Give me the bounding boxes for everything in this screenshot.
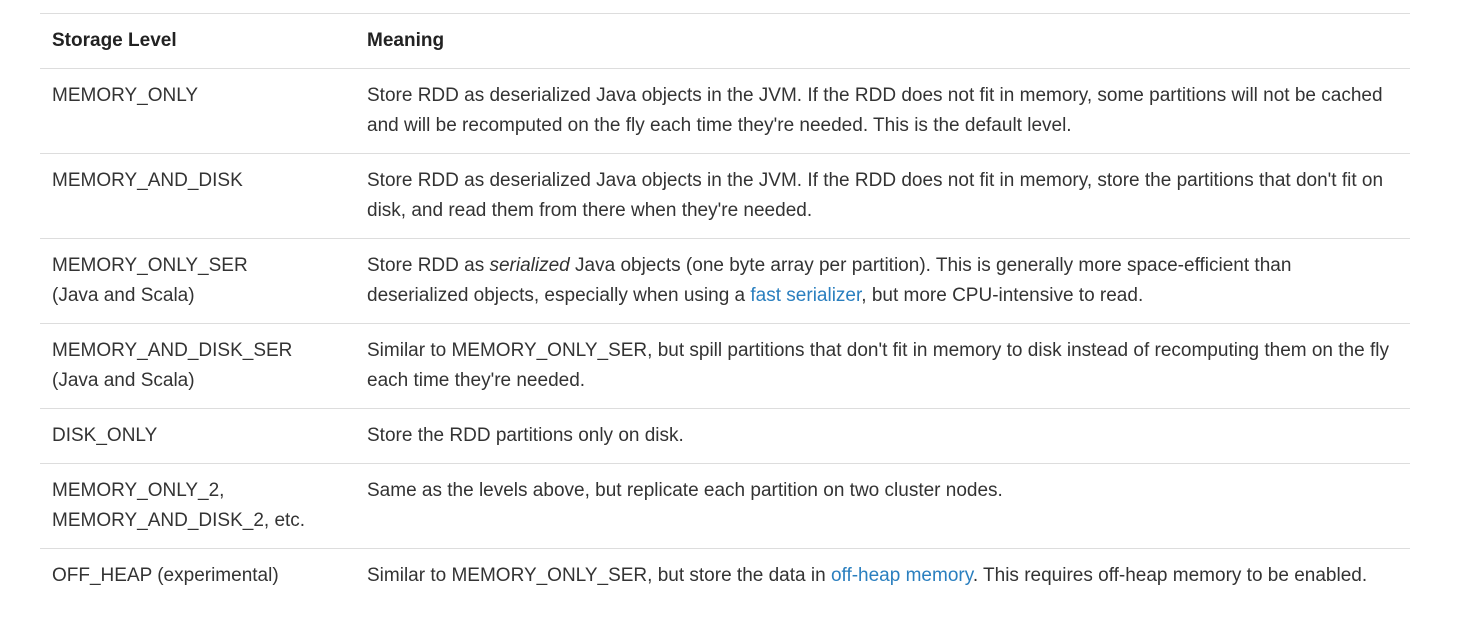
storage-level-name: MEMORY_ONLY_2, (52, 480, 225, 501)
meaning-text: Store RDD as deserialized Java objects i… (367, 170, 1384, 221)
storage-level-name: MEMORY_AND_DISK_2, etc. (52, 510, 306, 531)
storage-level-note: (Java and Scala) (52, 370, 195, 391)
meaning-text: . This requires off-heap memory to be en… (972, 565, 1368, 586)
storage-level-note: (Java and Scala) (52, 285, 195, 306)
storage-level-name: MEMORY_ONLY_SER (52, 255, 248, 276)
storage-level-cell: MEMORY_ONLY_SER (Java and Scala) (40, 238, 355, 324)
meaning-text: Similar to MEMORY_ONLY_SER, but spill pa… (367, 340, 1389, 391)
storage-level-name: MEMORY_AND_DISK (52, 170, 243, 191)
storage-level-cell: MEMORY_AND_DISK_SER (Java and Scala) (40, 323, 355, 409)
meaning-cell: Similar to MEMORY_ONLY_SER, but spill pa… (355, 323, 1410, 409)
meaning-cell: Store RDD as deserialized Java objects i… (355, 153, 1410, 239)
meaning-text: Store the RDD partitions only on disk. (367, 425, 684, 446)
header-meaning: Meaning (355, 13, 1410, 69)
storage-level-name: OFF_HEAP (experimental) (52, 565, 279, 586)
meaning-text: , but more CPU-intensive to read. (861, 285, 1144, 306)
table-row: MEMORY_ONLY_SER (Java and Scala) Store R… (40, 238, 1410, 324)
meaning-text: Java objects (one byte array per partiti… (367, 255, 1292, 306)
meaning-cell: Same as the levels above, but replicate … (355, 463, 1410, 549)
storage-level-name: MEMORY_ONLY (52, 85, 199, 106)
table-row: MEMORY_AND_DISK Store RDD as deserialize… (40, 153, 1410, 239)
meaning-text: Store RDD as (367, 255, 490, 276)
table-body: MEMORY_ONLY Store RDD as deserialized Ja… (40, 69, 1410, 603)
meaning-emphasis: serialized (489, 255, 570, 276)
storage-level-name: MEMORY_AND_DISK_SER (52, 340, 293, 361)
header-storage-level: Storage Level (40, 13, 355, 69)
table-header: Storage Level Meaning (40, 13, 1410, 69)
meaning-cell: Store RDD as deserialized Java objects i… (355, 69, 1410, 154)
off-heap-memory-link[interactable]: off-heap memory (830, 565, 973, 586)
storage-levels-table-wrapper: Storage Level Meaning MEMORY_ONLY Store … (40, 13, 1410, 603)
meaning-cell: Similar to MEMORY_ONLY_SER, but store th… (355, 548, 1410, 603)
storage-levels-table: Storage Level Meaning MEMORY_ONLY Store … (40, 13, 1410, 603)
table-row: OFF_HEAP (experimental) Similar to MEMOR… (40, 548, 1410, 603)
storage-level-cell: MEMORY_ONLY (40, 69, 355, 154)
meaning-text: Similar to MEMORY_ONLY_SER, but store th… (367, 565, 831, 586)
storage-level-cell: MEMORY_AND_DISK (40, 153, 355, 239)
storage-level-cell: OFF_HEAP (experimental) (40, 548, 355, 603)
storage-level-cell: DISK_ONLY (40, 408, 355, 464)
storage-level-name: DISK_ONLY (52, 425, 158, 446)
header-row: Storage Level Meaning (40, 13, 1410, 69)
meaning-text: Same as the levels above, but replicate … (367, 480, 1003, 501)
meaning-cell: Store the RDD partitions only on disk. (355, 408, 1410, 464)
fast-serializer-link[interactable]: fast serializer (750, 285, 862, 306)
table-row: MEMORY_ONLY_2, MEMORY_AND_DISK_2, etc. S… (40, 463, 1410, 549)
table-row: MEMORY_AND_DISK_SER (Java and Scala) Sim… (40, 323, 1410, 409)
meaning-cell: Store RDD as serialized Java objects (on… (355, 238, 1410, 324)
meaning-text: Store RDD as deserialized Java objects i… (367, 85, 1383, 136)
table-row: DISK_ONLY Store the RDD partitions only … (40, 408, 1410, 464)
table-row: MEMORY_ONLY Store RDD as deserialized Ja… (40, 69, 1410, 154)
storage-level-cell: MEMORY_ONLY_2, MEMORY_AND_DISK_2, etc. (40, 463, 355, 549)
